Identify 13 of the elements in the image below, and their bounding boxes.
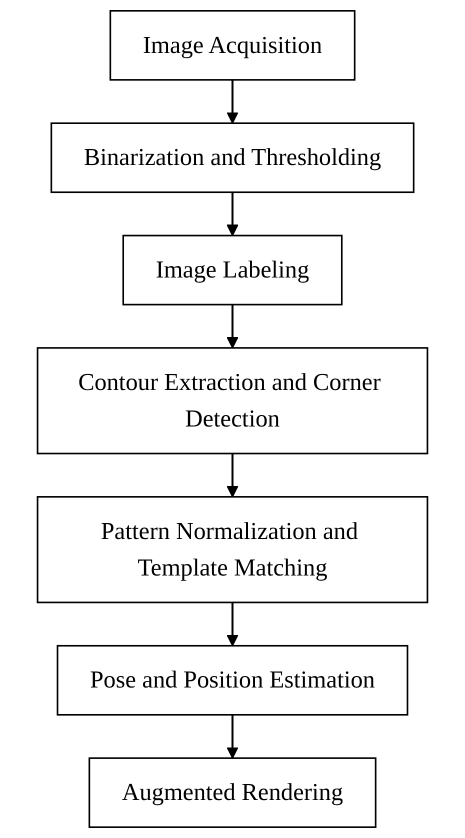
node-box: Pattern Normalization and Template Matching: [36, 496, 428, 604]
node-box: Binarization and Thresholding: [50, 122, 414, 194]
node-box: Image Labeling: [122, 234, 343, 306]
arrow: [226, 80, 238, 124]
arrow: [226, 714, 238, 759]
arrow: [226, 602, 238, 646]
node-box: Contour Extraction and Corner Detection: [36, 347, 428, 454]
node-box: Pose and Position Estimation: [56, 644, 408, 716]
arrow: [226, 192, 238, 236]
arrow: [226, 304, 238, 348]
arrow: [226, 454, 238, 498]
node-box: Image Acquisition: [110, 10, 356, 81]
node-box: Augmented Rendering: [88, 757, 376, 828]
